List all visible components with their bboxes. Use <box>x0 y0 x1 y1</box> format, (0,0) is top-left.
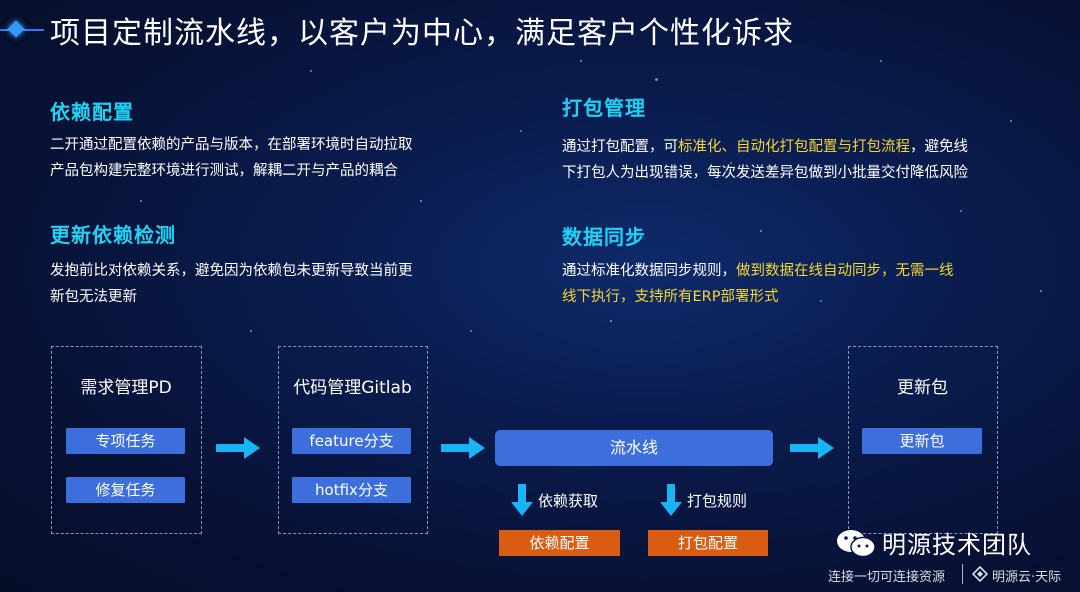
update-package-button[interactable]: 更新包 <box>862 428 982 454</box>
hotfix-branch-button[interactable]: hotfix分支 <box>292 477 411 503</box>
star <box>420 200 422 202</box>
data-sync-line: 线下执行，支持所有ERP部署形式 <box>562 289 779 305</box>
star <box>470 330 472 332</box>
packaging-text: 通过打包配置，可标准化、自动化打包配置与打包流程，避免线 下打包人为出现错误，每… <box>562 134 968 186</box>
watermark-team-name: 明源技术团队 <box>882 531 1032 559</box>
packaging-config-button[interactable]: 打包配置 <box>648 530 768 556</box>
dependency-config-line: 二开通过配置依赖的产品与版本，在部署环境时自动拉取 <box>50 137 413 153</box>
star <box>655 78 658 81</box>
wechat-icon <box>837 530 876 558</box>
pipeline-button[interactable]: 流水线 <box>495 430 773 466</box>
dependency-check-line: 发抱前比对依赖关系，避免因为依赖包未更新导致当前更 <box>50 263 413 279</box>
data-sync-line: 通过标准化数据同步规则，做到数据在线自动同步，无需一线 <box>562 258 954 284</box>
pd-title: 需求管理PD <box>80 378 172 398</box>
gitlab-title: 代码管理Gitlab <box>293 378 412 398</box>
packaging-rule-label: 打包规则 <box>687 492 748 510</box>
data-sync-text-plain: 通过标准化数据同步规则， <box>562 263 736 279</box>
title-diamond-icon <box>0 8 48 52</box>
dependency-config-line: 产品包构建完整环境进行测试，解耦二开与产品的耦合 <box>50 163 398 179</box>
data-sync-text: 通过标准化数据同步规则，做到数据在线自动同步，无需一线 线下执行，支持所有ERP… <box>562 258 954 310</box>
update-package-box <box>848 346 998 534</box>
fix-task-button[interactable]: 修复任务 <box>66 477 185 503</box>
dependency-fetch-label: 依赖获取 <box>538 492 599 510</box>
arrow-down-icon <box>511 484 533 516</box>
watermark-slogan: 连接一切可连接资源 <box>828 570 946 585</box>
data-sync-heading: 数据同步 <box>562 225 646 249</box>
star <box>760 230 762 232</box>
dependency-check-text: 发抱前比对依赖关系，避免因为依赖包未更新导致当前更 新包无法更新 <box>50 258 413 310</box>
packaging-heading: 打包管理 <box>562 96 646 120</box>
dependency-config-text: 二开通过配置依赖的产品与版本，在部署环境时自动拉取 产品包构建完整环境进行测试，… <box>50 132 413 184</box>
packaging-text-plain: ，避免线 <box>910 139 968 155</box>
star <box>1040 290 1042 292</box>
dependency-check-line: 新包无法更新 <box>50 289 137 305</box>
star <box>140 200 142 202</box>
watermark-divider <box>962 564 963 584</box>
dependency-config-button[interactable]: 依赖配置 <box>499 530 620 556</box>
packaging-line: 下打包人为出现错误，每次发送差异包做到小批量交付降低风险 <box>562 165 968 181</box>
star <box>1010 120 1012 122</box>
star <box>960 210 962 212</box>
brand-logo-icon <box>972 566 988 582</box>
star <box>880 60 882 62</box>
dependency-config-heading: 依赖配置 <box>50 100 134 124</box>
watermark-brand: 明源云·天际 <box>992 570 1062 585</box>
star <box>310 70 312 72</box>
star <box>520 130 522 132</box>
star <box>820 300 822 302</box>
star <box>580 60 582 62</box>
arrow-down-icon <box>660 484 682 516</box>
pd-box <box>51 346 202 534</box>
star <box>610 320 612 322</box>
feature-branch-button[interactable]: feature分支 <box>292 428 411 454</box>
packaging-text-plain: 通过打包配置，可 <box>562 139 678 155</box>
data-sync-text-highlight: 做到数据在线自动同步，无需一线 <box>736 263 954 279</box>
page-title: 项目定制流水线，以客户为中心，满足客户个性化诉求 <box>50 16 794 51</box>
arrow-right-icon <box>441 437 485 459</box>
packaging-line: 通过打包配置，可标准化、自动化打包配置与打包流程，避免线 <box>562 134 968 160</box>
star <box>250 330 252 332</box>
packaging-text-highlight: 标准化、自动化打包配置与打包流程 <box>678 139 910 155</box>
dependency-check-heading: 更新依赖检测 <box>50 223 176 247</box>
star <box>730 162 732 164</box>
arrow-right-icon <box>216 437 260 459</box>
arrow-right-icon <box>790 437 834 459</box>
update-package-title: 更新包 <box>897 378 948 398</box>
gitlab-box <box>278 346 428 534</box>
special-task-button[interactable]: 专项任务 <box>66 428 185 454</box>
title-row: 项目定制流水线，以客户为中心，满足客户个性化诉求 <box>0 8 794 52</box>
